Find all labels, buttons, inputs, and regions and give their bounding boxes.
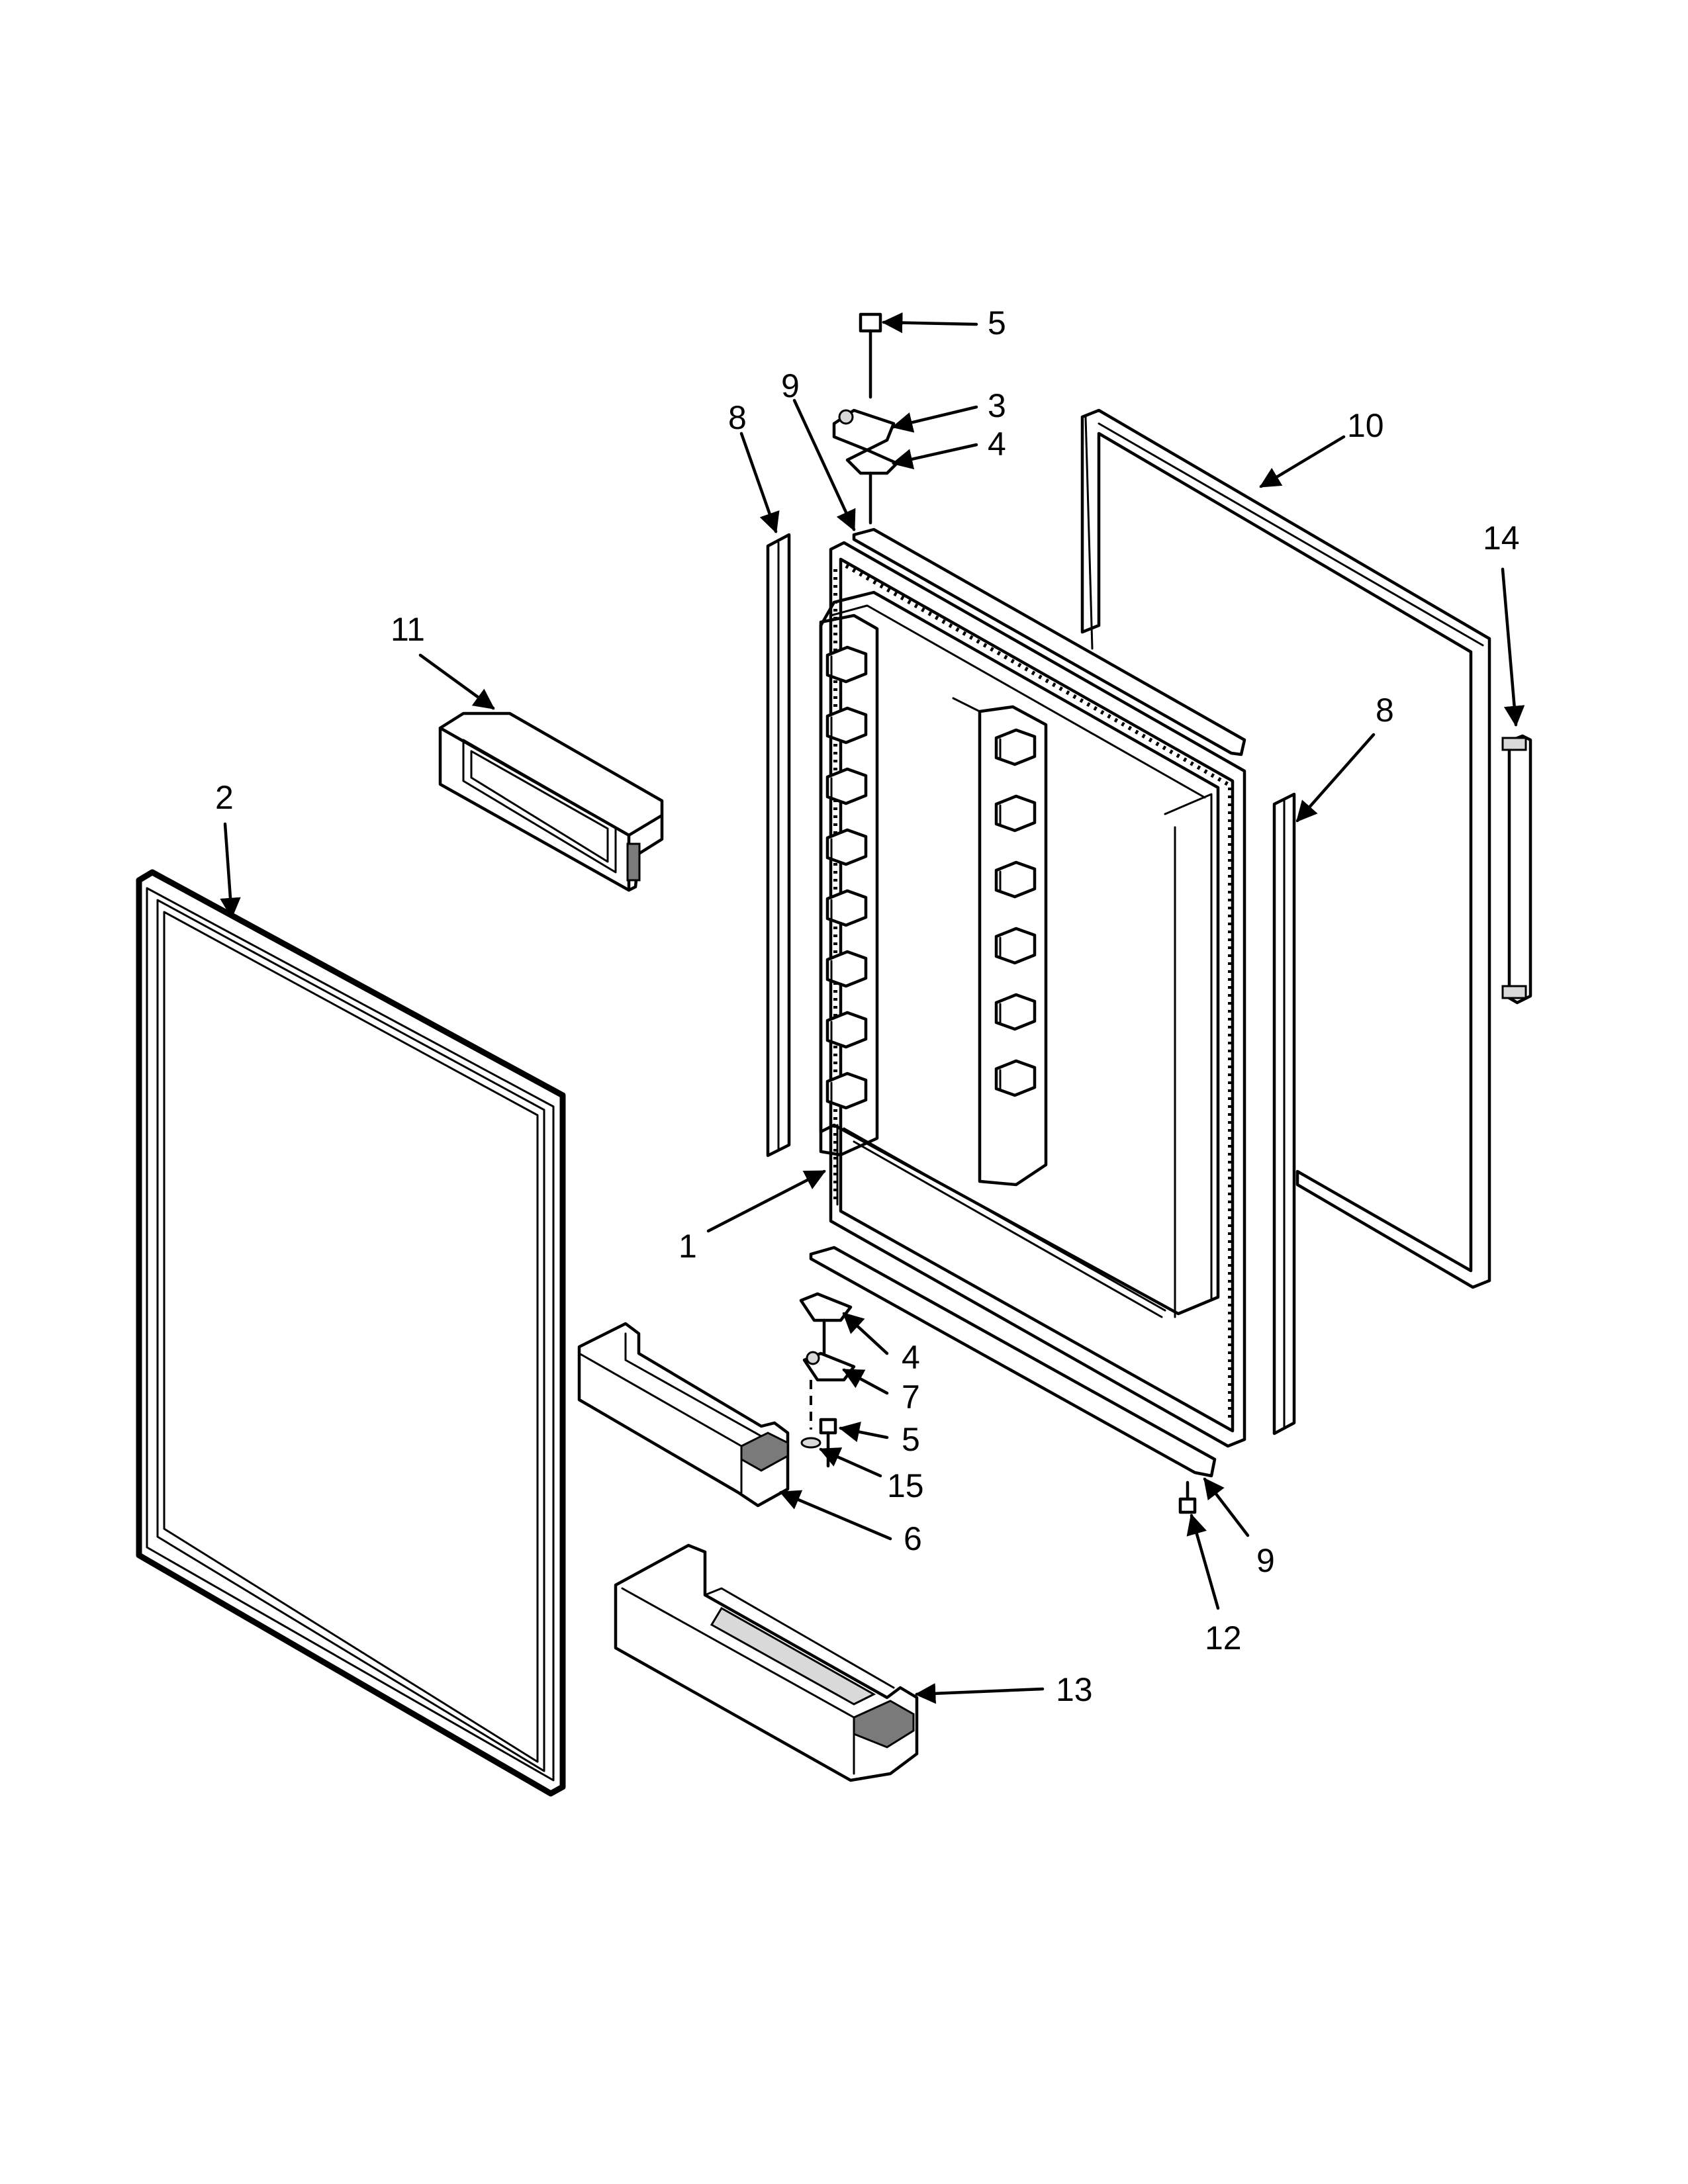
door-liner-part [819,541,1246,1448]
shelf-tab [825,889,868,927]
handle-part [1501,734,1532,1005]
shelf-tab [825,645,868,684]
callout-labels: 5 3 4 9 8 10 14 11 2 8 1 4 7 5 15 6 9 12… [215,304,1520,1708]
shelf-tab [825,767,868,805]
callout-4-bottom: 4 [902,1339,920,1376]
callout-10: 10 [1347,407,1384,444]
shelf-tab [994,993,1037,1031]
trim-left-part [766,533,791,1158]
callout-3: 3 [988,387,1006,424]
shelf-tab [825,706,868,745]
callout-5-bottom: 5 [902,1421,920,1458]
shelf-tab [825,1011,868,1049]
callout-12: 12 [1205,1619,1242,1657]
callout-7: 7 [902,1379,920,1416]
callout-9-bottom: 9 [1256,1542,1275,1579]
shelf-tab [825,1071,868,1110]
callout-4-top: 4 [988,426,1006,463]
door-bin-large-part [614,1543,919,1782]
trim-right-part [1272,792,1296,1435]
shelf-tab [825,950,868,988]
shelf-tab [994,794,1037,833]
callout-1: 1 [679,1228,697,1265]
shelf-tab [994,927,1037,965]
end-cap-bottom-part [809,1246,1217,1478]
leader-lines [220,312,1525,1704]
shelf-tab [994,1059,1037,1097]
callout-11: 11 [391,611,425,648]
callout-8-right: 8 [1376,692,1394,729]
shelf-tab [994,728,1037,766]
door-gasket-part [136,869,566,1797]
shelf-tab [825,828,868,866]
callout-13: 13 [1056,1671,1093,1708]
callout-15: 15 [887,1467,924,1504]
shelf-tab [994,860,1037,899]
callout-8-left: 8 [728,399,747,436]
callout-5-top: 5 [988,304,1006,341]
door-bin-small-part [577,1322,790,1508]
callout-2: 2 [215,779,234,816]
end-cap-top-part [852,527,1246,756]
callout-9-top: 9 [781,367,800,404]
shelf-tabs [825,645,1037,1110]
callout-14: 14 [1483,520,1520,557]
dairy-bin-part [438,711,664,892]
panel-frame-part [1080,408,1491,1289]
callout-6: 6 [904,1520,922,1557]
hinge-hardware-top [832,312,899,525]
